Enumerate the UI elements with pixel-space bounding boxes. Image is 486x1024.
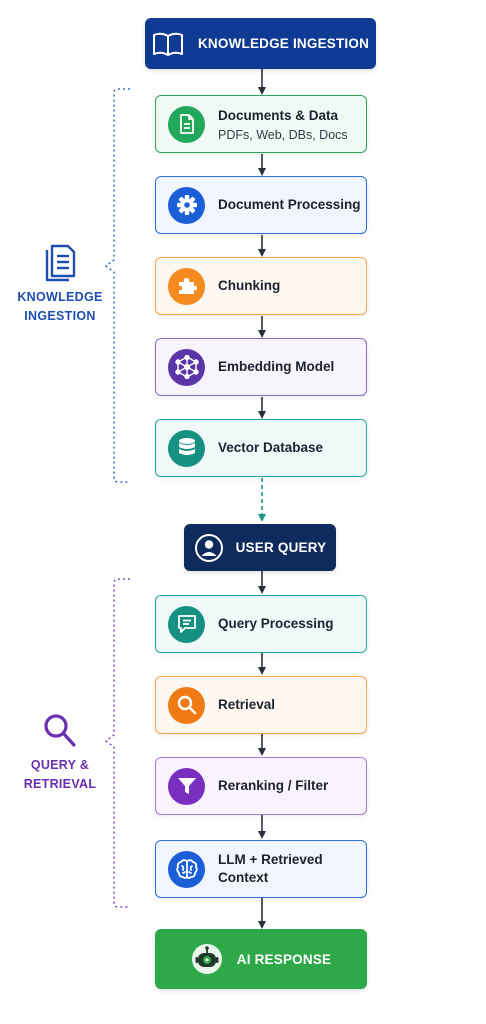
search-icon bbox=[10, 712, 110, 750]
step-title: Retrieval bbox=[218, 696, 275, 714]
database-icon bbox=[168, 430, 205, 467]
step-reranking-filter: Reranking / Filter bbox=[155, 757, 367, 815]
step-title: Query Processing bbox=[218, 615, 334, 633]
step-title: Reranking / Filter bbox=[218, 777, 328, 795]
puzzle-icon bbox=[168, 268, 205, 305]
side-label-line: RETRIEVAL bbox=[10, 775, 110, 794]
ai-response-header: AI RESPONSE bbox=[155, 929, 367, 989]
step-llm-context: LLM + Retrieved Context bbox=[155, 840, 367, 898]
retrieval-side-label: QUERY & RETRIEVAL bbox=[10, 712, 110, 794]
step-title: Vector Database bbox=[218, 439, 323, 457]
step-vector-database: Vector Database bbox=[155, 419, 367, 477]
step-document-processing: Document Processing bbox=[155, 176, 367, 234]
user-query-header: USER QUERY bbox=[184, 524, 336, 571]
step-embedding-model: Embedding Model bbox=[155, 338, 367, 396]
filter-icon bbox=[168, 768, 205, 805]
step-query-processing: Query Processing bbox=[155, 595, 367, 653]
side-label-line: INGESTION bbox=[10, 307, 110, 326]
knowledge-ingestion-header: KNOWLEDGE INGESTION bbox=[145, 18, 376, 69]
step-title: Chunking bbox=[218, 277, 280, 295]
step-title: Embedding Model bbox=[218, 358, 334, 376]
step-title: Documents & Data bbox=[218, 107, 348, 125]
step-documents-data: Documents & Data PDFs, Web, DBs, Docs bbox=[155, 95, 367, 153]
chat-icon bbox=[168, 606, 205, 643]
network-icon bbox=[168, 349, 205, 386]
ingestion-side-label: KNOWLEDGE INGESTION bbox=[10, 240, 110, 326]
step-subtitle: PDFs, Web, DBs, Docs bbox=[218, 128, 348, 142]
header-label: AI RESPONSE bbox=[237, 952, 331, 967]
step-title: LLM + Retrieved Context bbox=[218, 851, 338, 887]
header-label: KNOWLEDGE INGESTION bbox=[198, 36, 369, 51]
step-retrieval: Retrieval bbox=[155, 676, 367, 734]
robot-icon bbox=[191, 943, 223, 975]
step-chunking: Chunking bbox=[155, 257, 367, 315]
gear-icon bbox=[168, 187, 205, 224]
document-icon bbox=[168, 106, 205, 143]
user-icon bbox=[194, 533, 224, 563]
search-icon bbox=[168, 687, 205, 724]
header-label: USER QUERY bbox=[236, 540, 327, 555]
document-icon bbox=[10, 240, 110, 282]
brain-icon bbox=[168, 851, 205, 888]
side-label-line: KNOWLEDGE bbox=[10, 288, 110, 307]
book-icon bbox=[152, 31, 184, 57]
side-label-line: QUERY & bbox=[10, 756, 110, 775]
step-title: Document Processing bbox=[218, 196, 361, 214]
